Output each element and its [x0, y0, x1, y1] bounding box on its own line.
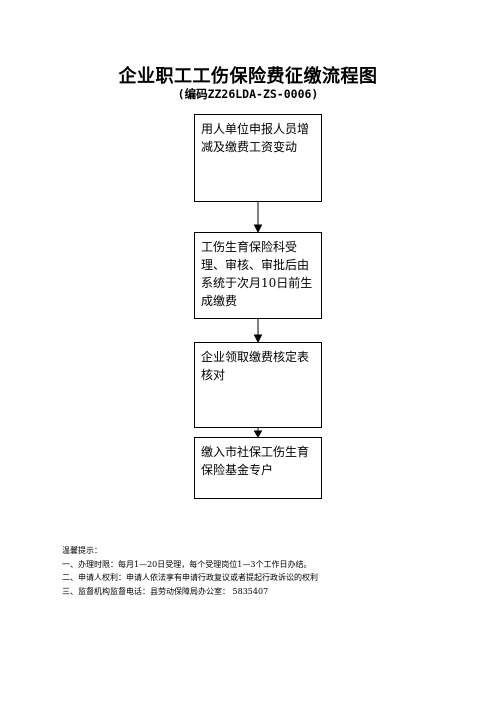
- document-code: (编码ZZ26LDA-ZS-0006): [177, 87, 319, 101]
- page-title: 企业职工工伤保险费征缴流程图: [118, 66, 378, 87]
- flow-step-2: 工伤生育保险科受理、审核、审批后由系统于次月10日前生成缴费: [194, 232, 322, 319]
- tips-line-3: 三、监督机构监督电话：县劳动保障局办公室： 5835407: [62, 586, 269, 596]
- tips-heading: 温馨提示：: [62, 546, 102, 555]
- flow-arrow-1-head: [253, 224, 263, 234]
- flow-step-3: 企业领取缴费核定表核对: [194, 342, 322, 428]
- tips-line-1: 一、办理时限：每月1—20日受理，每个受理岗位1—3个工作日办结。: [62, 559, 312, 569]
- flow-arrow-2-head: [253, 334, 263, 344]
- tips-section: 温馨提示： 一、办理时限：每月1—20日受理，每个受理岗位1—3个工作日办结。 …: [62, 544, 318, 598]
- tips-line-2: 二、申请人权利：申请人依法享有申请行政复议或者提起行政诉讼的权利: [62, 573, 318, 582]
- flow-step-4: 缴入市社保工伤生育保险基金专户: [194, 437, 322, 499]
- flow-arrow-3-head: [253, 430, 263, 438]
- flow-step-1: 用人单位申报人员增减及缴费工资变动: [194, 114, 322, 202]
